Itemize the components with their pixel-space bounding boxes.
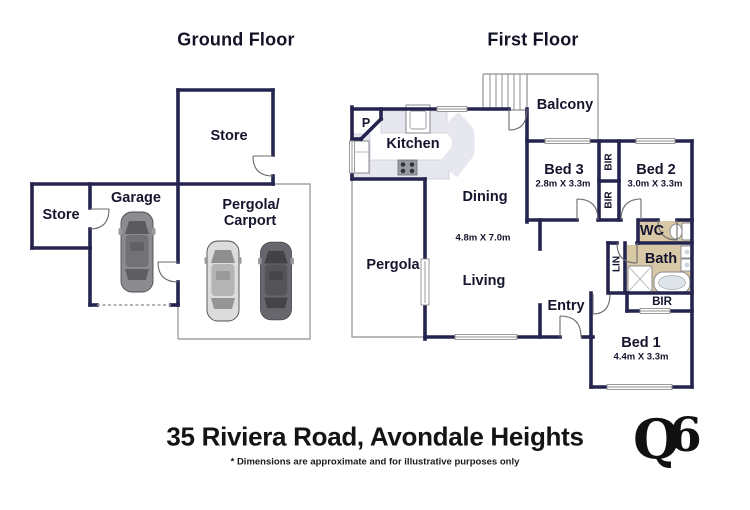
room-label-kitchen: Kitchen [386, 136, 440, 152]
closet-label-lin: LIN [611, 255, 622, 273]
room-label-pergola-carport-2: Carport [223, 213, 277, 229]
balcony-outline [483, 73, 599, 139]
vanity-icon [680, 245, 694, 272]
agency-logo: Q6 [633, 412, 713, 466]
address-title: 35 Riviera Road, Avondale Heights [166, 421, 584, 452]
sliding-door [420, 258, 430, 306]
door-swing [592, 293, 611, 315]
door-swing [89, 208, 110, 230]
room-label-living: Living [462, 273, 506, 289]
closet-label-bir-bed1: BIR [652, 296, 672, 308]
room-label-store-left: Store [42, 207, 80, 223]
window-marker [349, 140, 355, 174]
toilet-icon [669, 222, 692, 241]
first-floor-title: First Floor [487, 29, 579, 50]
dims-label-bed2: 3.0m X 3.3m [627, 178, 683, 190]
logo-digit-6: 6 [669, 408, 702, 463]
window-marker [639, 308, 671, 314]
door-swing [616, 242, 638, 264]
room-label-pergola-carport-1: Pergola/ [222, 197, 280, 213]
first-floor-doors [508, 108, 678, 338]
window-marker [544, 138, 591, 144]
door-swing [252, 155, 274, 177]
ground-floor-doors [89, 155, 274, 283]
window-marker [454, 334, 518, 340]
door-swing [157, 261, 179, 283]
car-icon [204, 240, 242, 322]
dims-label-living-dining: 4.8m X 7.0m [455, 232, 511, 244]
first-floor-walls [350, 105, 694, 389]
room-label-bed1: Bed 1 [621, 335, 661, 351]
car-icon [257, 241, 295, 321]
ground-floor-title: Ground Floor [177, 29, 295, 50]
outdoor-outlines [177, 73, 599, 340]
room-label-bed3: Bed 3 [544, 162, 584, 178]
closet-label-bir-mid: BIR [603, 191, 615, 209]
ground-floor-walls [30, 88, 275, 307]
fridge-icon [352, 140, 370, 174]
room-label-pergola: Pergola [366, 257, 420, 273]
closet-label-bir-top: BIR [603, 153, 615, 171]
pergola-outline [351, 179, 425, 338]
room-label-bed2: Bed 2 [636, 162, 676, 178]
bathtub-icon [653, 271, 691, 294]
window-marker [436, 106, 468, 112]
cooktop-icon [397, 159, 418, 176]
room-label-pantry: P [361, 116, 371, 130]
logo-letter-q: Q [633, 407, 681, 471]
door-swing [508, 108, 528, 131]
car-icon [118, 211, 156, 293]
window-marker [606, 384, 673, 390]
disclaimer-text: * Dimensions are approximate and for ill… [230, 456, 520, 468]
door-swing [576, 198, 599, 221]
shower-icon [627, 265, 653, 293]
stairs-icon [489, 74, 521, 110]
dims-label-bed1: 4.4m X 3.3m [613, 351, 669, 363]
room-label-bath: Bath [644, 251, 678, 267]
room-label-garage: Garage [111, 190, 161, 206]
room-label-balcony: Balcony [536, 97, 594, 113]
door-swing [657, 219, 678, 241]
window-markers [349, 106, 676, 390]
door-swing [559, 315, 582, 338]
carport-outline [177, 183, 311, 340]
room-label-store-top: Store [210, 128, 248, 144]
dims-label-bed3: 2.8m X 3.3m [535, 178, 591, 190]
window-marker [635, 138, 676, 144]
door-swing [620, 198, 642, 221]
room-label-dining: Dining [462, 189, 508, 205]
room-label-entry: Entry [547, 298, 585, 314]
room-label-wc: WC [639, 223, 665, 239]
